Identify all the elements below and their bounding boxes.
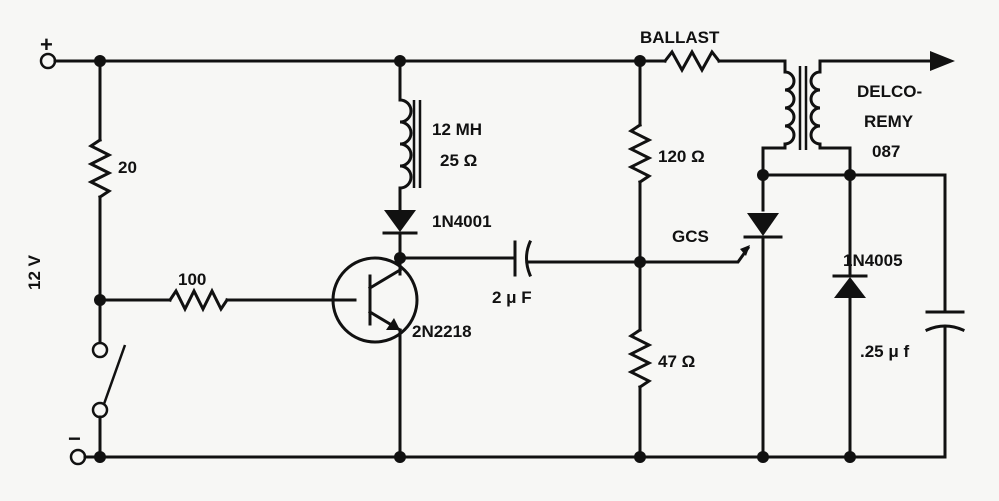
ballast-resistor bbox=[662, 48, 722, 74]
resistor-47 bbox=[627, 327, 653, 390]
junction-dot bbox=[394, 55, 406, 67]
switch-blade bbox=[102, 344, 127, 405]
ballast-to-coil-wire bbox=[717, 59, 787, 74]
coil-secondary-bottom-lead bbox=[818, 142, 852, 177]
junction-dot bbox=[844, 451, 856, 463]
junction-dot bbox=[94, 451, 106, 463]
inductor-value-label: 12 MH bbox=[432, 120, 482, 139]
junction-dot bbox=[757, 451, 769, 463]
inductor-resistance-label: 25 Ω bbox=[440, 151, 477, 170]
junction-dot bbox=[844, 169, 856, 181]
coil-label-line-3: 087 bbox=[872, 142, 900, 161]
resistor-20-label: 20 bbox=[118, 158, 137, 177]
resistor-47-label: 47 Ω bbox=[658, 352, 695, 371]
coil-primary bbox=[783, 70, 796, 146]
junction-dot bbox=[634, 55, 646, 67]
emitter-arrow-icon bbox=[386, 318, 400, 330]
diode-1n4001-label: 1N4001 bbox=[432, 212, 492, 231]
capacitor-25uf-label: .25 μ f bbox=[860, 342, 909, 361]
junction-dot bbox=[94, 55, 106, 67]
positive-terminal-label: + bbox=[40, 32, 53, 57]
junction-dot bbox=[757, 169, 769, 181]
coil-label-line-2: REMY bbox=[864, 112, 914, 131]
inductor-coil bbox=[398, 98, 413, 190]
diode-1n4005-label: 1N4005 bbox=[843, 251, 903, 270]
resistor-120 bbox=[627, 122, 653, 185]
negative-terminal bbox=[69, 448, 87, 466]
resistor-120-label: 120 Ω bbox=[658, 147, 705, 166]
gcs-thyristor bbox=[747, 213, 779, 236]
negative-terminal-label: − bbox=[68, 426, 81, 451]
junction-dot bbox=[94, 294, 106, 306]
gate-wire bbox=[638, 245, 751, 264]
anode-node-wire bbox=[761, 173, 947, 312]
transistor-collector bbox=[367, 267, 403, 291]
junction-dot bbox=[394, 252, 406, 264]
supply-voltage-label: 12 V bbox=[25, 254, 44, 290]
diode-1n4001 bbox=[384, 210, 416, 232]
junction-dot bbox=[394, 451, 406, 463]
transistor-2n2218 bbox=[331, 256, 419, 344]
junction-dot bbox=[634, 256, 646, 268]
resistor-20 bbox=[87, 137, 113, 200]
resistor-100-label: 100 bbox=[178, 270, 206, 289]
switch-contact-bottom bbox=[91, 401, 109, 419]
junction-dot bbox=[634, 451, 646, 463]
transistor-label: 2N2218 bbox=[412, 322, 472, 341]
capacitor-2uf-label: 2 μ F bbox=[492, 288, 532, 307]
capacitor-2uf-plate-right bbox=[525, 240, 532, 277]
diode-1n4005 bbox=[834, 277, 866, 298]
coil-secondary bbox=[809, 70, 822, 146]
resistor-100 bbox=[167, 287, 230, 313]
switch-contact-top bbox=[91, 341, 109, 359]
ballast-label: BALLAST bbox=[640, 28, 720, 47]
gcs-label: GCS bbox=[672, 227, 709, 246]
coil-label-line-1: DELCO- bbox=[857, 82, 922, 101]
gate-arrow-icon bbox=[740, 245, 750, 256]
output-arrow-icon bbox=[930, 51, 955, 71]
